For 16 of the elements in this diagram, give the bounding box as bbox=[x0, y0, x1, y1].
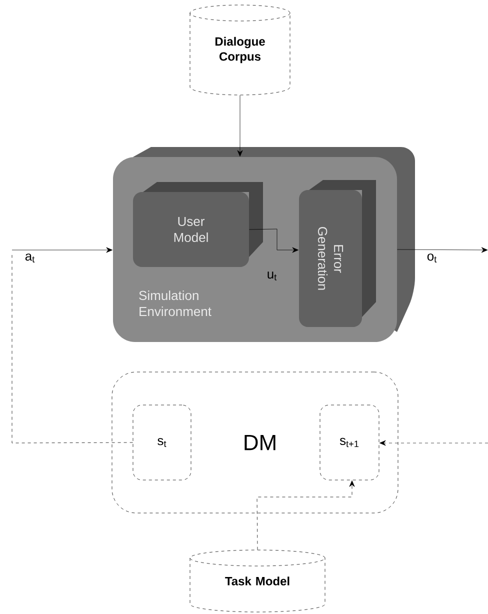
node-label: Task Model bbox=[225, 576, 290, 586]
edge-label: u$_{t}$ bbox=[268, 272, 277, 280]
state-box: s$_{t}$ bbox=[132, 404, 192, 480]
edge-label: o$_{t}$ bbox=[427, 254, 437, 262]
state-box: s$_{t+1}$ bbox=[320, 404, 380, 480]
arrow bbox=[397, 247, 488, 253]
database-cylinder: Task Model bbox=[190, 550, 326, 612]
arrow bbox=[380, 440, 488, 446]
module-block: Error Generation bbox=[299, 180, 376, 327]
arrow bbox=[256, 480, 355, 550]
arrow bbox=[249, 228, 298, 253]
edge-label: a$_{t}$ bbox=[25, 254, 35, 262]
arrow bbox=[237, 95, 243, 156]
module-block: User Model bbox=[133, 182, 263, 267]
arrow bbox=[12, 247, 133, 444]
database-cylinder: Dialogue Corpus bbox=[190, 4, 290, 96]
